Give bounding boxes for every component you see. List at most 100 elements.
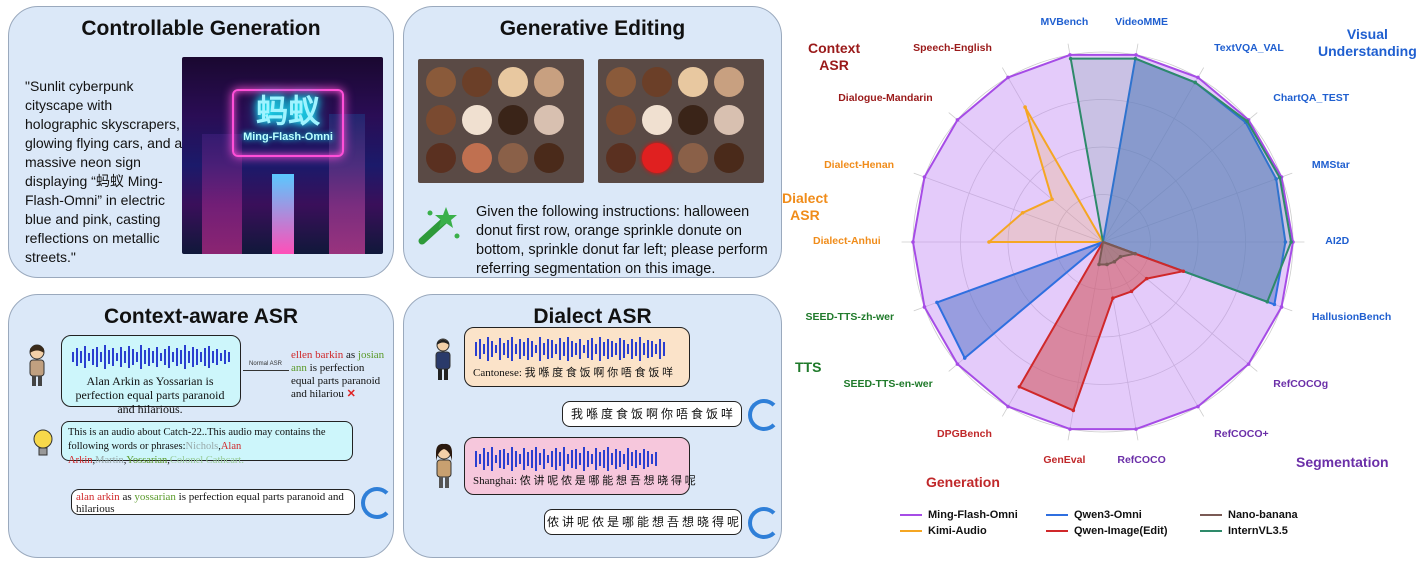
context-asr-output: alan arkin as yossarian is perfection eq… [71,489,355,515]
panel-title: Dialect ASR [533,305,652,328]
group-label: Segmentation [1296,454,1389,470]
cantonese-transcript: Cantonese: 我 喺 度 食 饭 啊 你 唔 食 饭 咩 [473,367,674,379]
cantonese-audio-box: Cantonese: 我 喺 度 食 饭 啊 你 唔 食 饭 咩 [464,327,690,387]
data-point [1274,177,1278,181]
data-point [1134,427,1138,431]
axis-label: DPGBench [937,427,992,440]
data-point [1133,251,1137,256]
data-point [1105,262,1109,267]
data-point [1050,197,1054,202]
axis-label: GenEval [1043,453,1086,466]
legend-label: Kimi-Audio [928,525,987,537]
series-kimi-audio [988,106,1104,243]
data-point [1134,53,1138,57]
context-asr-panel: Context-aware ASR Alan Arkin as Yossaria… [8,294,394,558]
legend-item: Kimi-Audio [900,525,987,537]
data-point [1068,427,1072,431]
data-point [1111,296,1115,300]
legend-swatch [1046,530,1068,532]
data-point [962,356,967,360]
legend-item: Qwen3-Omni [1046,509,1142,521]
donut-photo-segmented [598,59,764,183]
waveform [72,344,230,370]
neon-sign-english: Ming-Flash-Omni [243,131,333,143]
grid-spoke [913,172,1104,243]
group-label: Generation [926,474,1000,490]
legend-item: InternVL3.5 [1200,525,1288,537]
ming-logo-icon [748,399,780,431]
panel-title: Context-aware ASR [103,305,299,328]
legend-item: Ming-Flash-Omni [900,509,1018,521]
generative-editing-panel: Generative Editing Given the following i [403,6,782,278]
data-point [1023,105,1027,109]
waveform [475,336,679,362]
panel-title: Controllable Generation [81,17,321,40]
data-point [955,362,960,366]
legend-label: Qwen-Image(Edit) [1074,525,1168,537]
data-point [1006,404,1010,409]
error-x-icon: ✕ [346,388,356,400]
axis-label: TextVQA_VAL [1214,42,1284,55]
data-point [1071,408,1076,413]
data-point [1279,305,1284,309]
data-point [1118,254,1123,259]
shanghai-transcript: Shanghai: 侬 讲 呢 侬 是 哪 能 想 吾 想 晓 得 呢 [473,475,696,487]
waveform [475,446,679,472]
donut-photo-original [418,59,584,183]
data-point [1144,276,1149,281]
data-point [1017,384,1022,389]
axis-label: Speech-English [913,42,992,55]
series-qwen-image-edit- [1018,241,1185,412]
data-point [911,240,915,244]
audio-transcript: Alan Arkin as Yossarian is perfection eq… [75,374,225,416]
data-point [1265,299,1270,304]
group-label: Visual Understanding [1318,26,1417,59]
arrow [243,370,289,371]
woman-avatar-icon [436,443,452,488]
person-icon [29,344,45,386]
axis-label: SEED-TTS-en-wer [843,377,933,390]
axis-label: MMStar [1311,158,1350,171]
legend-swatch [900,530,922,532]
normal-asr-output: ellen barkin as josian ann is perfection… [291,349,385,400]
man-avatar-icon [435,338,451,380]
shanghai-audio-box: Shanghai: 侬 讲 呢 侬 是 哪 能 想 吾 想 晓 得 呢 [464,437,696,495]
context-prompt-box: This is an audio about Catch-22..This au… [61,421,353,466]
axis-label: RefCOCO+ [1214,427,1269,440]
axis-label: VideoMME [1115,16,1169,29]
generation-prompt: "Sunlit cyberpunk cityscape with hologra… [25,78,183,265]
axis-label: Dialect-Anhui [813,235,881,247]
cantonese-reply: 我 喺 度 食 饭 啊 你 唔 食 饭 咩 [562,401,742,427]
legend-label: Ming-Flash-Omni [928,509,1018,521]
data-point [1277,175,1282,180]
generated-image: 蚂蚁 Ming-Flash-Omni [182,57,383,254]
neon-sign: 蚂蚁 Ming-Flash-Omni [232,89,344,157]
data-point [1020,210,1025,215]
axis-label: RefCOCO [1117,453,1166,466]
axis-label: Dialogue-Mandarin [838,92,933,105]
normal-asr-label: Normal ASR [249,361,283,367]
legend-item: Qwen-Image(Edit) [1046,525,1168,537]
data-point [1097,262,1101,267]
audio-waveform-box: Alan Arkin as Yossarian is perfection eq… [61,335,241,416]
ming-logo-icon [748,507,780,539]
data-point [1196,75,1200,80]
data-point [922,305,927,309]
data-point [1068,53,1072,57]
data-point [1196,404,1200,409]
group-label: TTS [795,359,822,375]
group-label: Dialect ASR [782,190,828,223]
axis-label: MVBench [1040,16,1089,29]
data-point [1006,75,1010,80]
radar-chart [901,43,1305,441]
data-point [935,300,939,305]
edit-instruction: Given the following instructions: hallow… [476,204,768,277]
lightbulb-icon [33,429,53,456]
data-point [987,240,991,244]
data-point [1289,240,1293,244]
axis-label: AI2D [1325,235,1350,247]
magic-wand-icon [418,207,460,245]
data-point [1245,119,1249,123]
legend-swatch [1200,514,1222,516]
legend-item: Nano-banana [1200,509,1298,521]
